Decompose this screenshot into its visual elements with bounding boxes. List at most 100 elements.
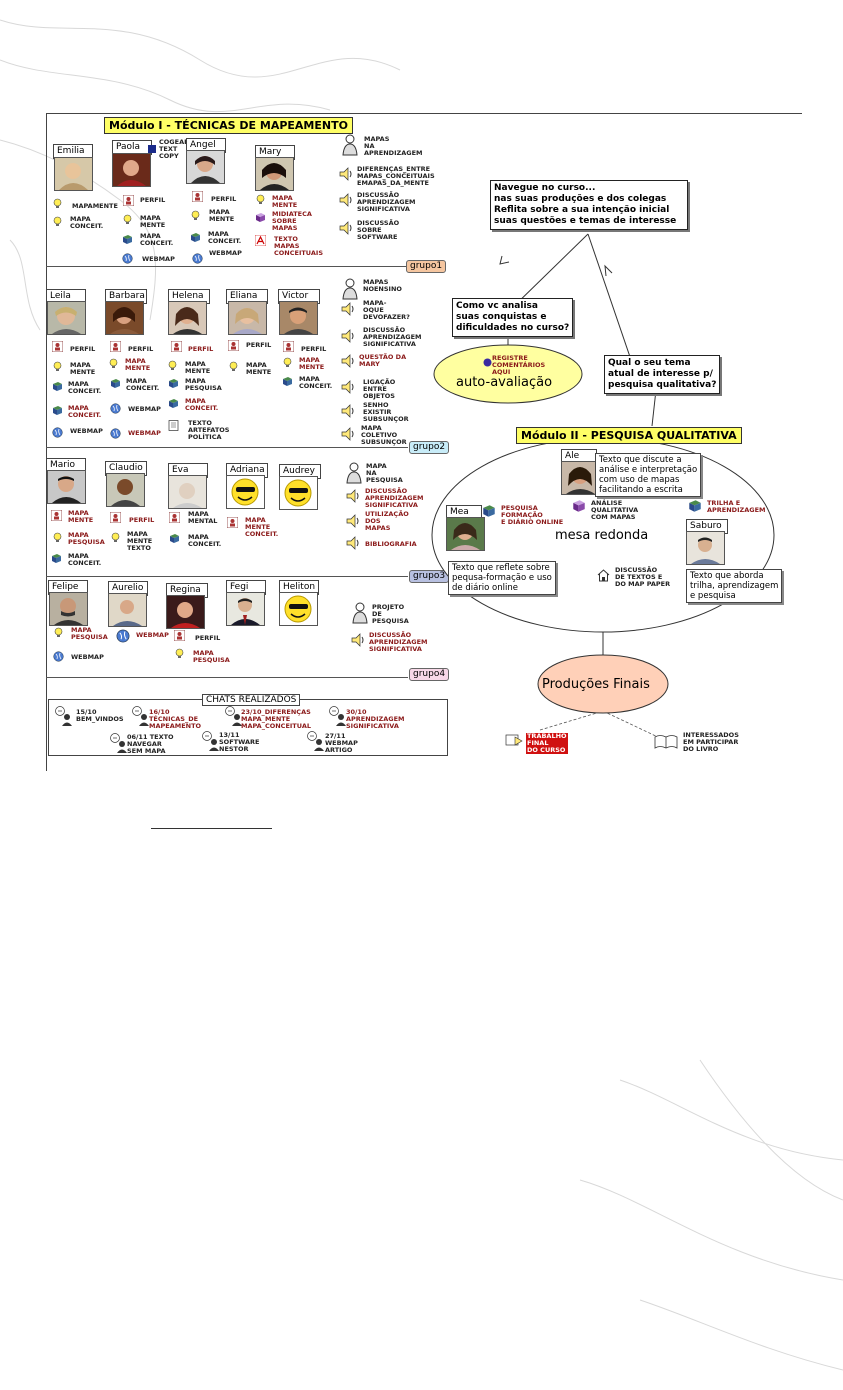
item-label[interactable]: WEBMAP <box>209 249 242 257</box>
resource-label[interactable]: QUESTÃO DA MARY <box>359 353 407 368</box>
participant-photo[interactable] <box>168 475 207 509</box>
lightbulb-icon[interactable] <box>190 210 201 221</box>
mea-text[interactable]: Texto que reflete sobre pequsa-formação … <box>448 561 556 595</box>
saburo-text[interactable]: Texto que aborda trilha, aprendizagem e … <box>686 569 783 603</box>
item-label[interactable]: MAPA MENTE <box>125 357 151 372</box>
discussao-label[interactable]: DISCUSSÃO DE TEXTOS E DO MAP PAPER <box>615 566 671 588</box>
book-icon[interactable] <box>190 232 201 243</box>
lightbulb-icon[interactable] <box>52 198 63 209</box>
smiley-avatar[interactable] <box>279 592 318 626</box>
globe-icon[interactable] <box>110 403 121 414</box>
resource-label[interactable]: SENHO EXISTIR SUBSUNÇOR <box>363 401 409 423</box>
globe-icon[interactable] <box>116 629 130 643</box>
cogear-label[interactable]: COGEAR TEXT COPY <box>159 138 190 160</box>
item-label[interactable]: MAPA CONCEIT. <box>126 377 160 392</box>
participant-photo[interactable] <box>47 301 86 335</box>
resource-label[interactable]: UTILIZAÇÃO DOS MAPAS <box>365 510 409 532</box>
chat-label[interactable]: 16/10 TÉCNICAS_DE MAPEAMENTO <box>149 708 202 730</box>
profile-icon[interactable] <box>169 512 180 523</box>
lightbulb-icon[interactable] <box>53 627 64 638</box>
item-label[interactable]: MAPA MENTAL <box>188 510 218 525</box>
open-book-icon[interactable] <box>653 732 679 750</box>
participant-photo[interactable] <box>446 517 485 551</box>
lightbulb-icon[interactable] <box>52 216 63 227</box>
analise-label[interactable]: ANÁLISE QUALITATIVA COM MAPAS <box>591 499 639 521</box>
speaker-icon[interactable] <box>340 403 356 419</box>
participant-photo[interactable] <box>105 301 144 335</box>
item-label[interactable]: MAPA MENTE TEXTO <box>127 530 153 552</box>
thinker-icon[interactable] <box>350 602 370 624</box>
lightbulb-icon[interactable] <box>255 194 266 205</box>
speaker-icon[interactable] <box>338 192 354 208</box>
item-label[interactable]: MAPA CONCEIT. <box>208 230 242 245</box>
item-label[interactable]: MAPA CONCEIT. <box>70 215 104 230</box>
participant-photo[interactable] <box>255 157 294 191</box>
navigate-note[interactable]: Navegue no curso... nas suas produções e… <box>490 180 688 230</box>
book-icon[interactable] <box>169 533 180 544</box>
item-label[interactable]: WEBMAP <box>136 631 169 639</box>
resource-label[interactable]: DISCUSSÃO APRENDIZAGEM SIGNIFICATIVA <box>363 326 422 348</box>
book-icon[interactable] <box>168 398 179 409</box>
smiley-avatar[interactable] <box>226 475 265 509</box>
resource-label[interactable]: MAPAS NOENSINO <box>363 278 402 293</box>
item-label[interactable]: MAPA PESQUISA <box>71 626 108 641</box>
register-label[interactable]: REGISTRE COMENTÁRIOS AQUI <box>492 354 546 376</box>
item-label[interactable]: PERFIL <box>188 345 214 353</box>
item-label[interactable]: MAPA CONCEIT. <box>68 552 102 567</box>
resource-label[interactable]: DISCUSSÃO APRENDIZAGEM SIGNIFICATIVA <box>369 631 428 653</box>
resource-label[interactable]: LIGAÇÃO ENTRE OBJETOS <box>363 378 396 400</box>
thinker-icon[interactable] <box>344 462 364 484</box>
book-icon[interactable] <box>282 376 293 387</box>
interessados-label[interactable]: INTERESSADOS EM PARTICIPAR DO LIVRO <box>683 731 739 753</box>
resource-label[interactable]: MAPA- OQUE DEVOFAZER? <box>363 299 410 321</box>
speaker-icon[interactable] <box>345 488 361 504</box>
resource-label[interactable]: DISCUSSÃO SOBRE SOFTWARE <box>357 219 400 241</box>
book-icon[interactable] <box>255 212 266 223</box>
mesa-redonda-title[interactable]: mesa redonda <box>555 528 649 543</box>
book-icon[interactable] <box>122 234 133 245</box>
item-label[interactable]: MAPA MENTE <box>272 194 298 209</box>
item-label[interactable]: PERFIL <box>301 345 327 353</box>
item-label[interactable]: MAPA PESQUISA <box>185 377 222 392</box>
chat-label[interactable]: 23/10_DIFERENÇAS MAPA_MENTE MAPA_CONCEIT… <box>241 708 311 730</box>
book-icon[interactable] <box>110 378 121 389</box>
participant-photo[interactable] <box>168 301 207 335</box>
profile-icon[interactable] <box>110 341 121 352</box>
pdf-icon[interactable] <box>255 235 266 246</box>
module1-title[interactable]: Módulo I - TÉCNICAS DE MAPEAMENTO <box>104 117 353 134</box>
work-icon[interactable] <box>505 733 523 747</box>
document-icon[interactable] <box>168 420 179 431</box>
chat-label[interactable]: 15/10 BEM_VINDOS <box>76 708 124 723</box>
lightbulb-icon[interactable] <box>108 358 119 369</box>
book-icon[interactable] <box>482 504 496 518</box>
resource-label[interactable]: PROJETO DE PESQUISA <box>372 603 409 625</box>
item-label[interactable]: MAPAMENTE <box>72 202 118 210</box>
lightbulb-icon[interactable] <box>122 214 133 225</box>
speaker-icon[interactable] <box>340 328 356 344</box>
item-label[interactable]: MAPA CONCEIT. <box>68 380 102 395</box>
item-label[interactable]: MAPA PESQUISA <box>68 531 105 546</box>
item-label[interactable]: PERFIL <box>211 195 237 203</box>
chat-label[interactable]: 13/11 SOFTWARE NESTOR <box>219 731 260 753</box>
resource-label[interactable]: BIBLIOGRAFIA <box>365 540 417 548</box>
book-icon[interactable] <box>572 499 586 513</box>
chat-icon[interactable] <box>129 706 151 726</box>
chat-icon[interactable] <box>52 706 74 726</box>
item-label[interactable]: MAPA CONCEIT. <box>185 397 219 412</box>
item-label[interactable]: TEXTO ARTEFATOS POLÍTICA <box>188 419 230 441</box>
thinker-icon[interactable] <box>340 134 360 156</box>
participant-photo[interactable] <box>54 157 93 191</box>
item-label[interactable]: WEBMAP <box>70 427 103 435</box>
globe-icon[interactable] <box>122 253 133 264</box>
item-label[interactable]: MAPA MENTE <box>68 509 94 524</box>
chat-icon[interactable] <box>304 731 326 751</box>
resource-label[interactable]: MAPA COLETIVO SUBSUNÇOR <box>361 424 407 446</box>
item-label[interactable]: PERFIL <box>129 516 155 524</box>
speaker-icon[interactable] <box>340 301 356 317</box>
lightbulb-icon[interactable] <box>282 357 293 368</box>
speaker-icon[interactable] <box>345 535 361 551</box>
item-label[interactable]: MAPA MENTE <box>299 356 325 371</box>
item-label[interactable]: MAPA CONCEIT. <box>140 232 174 247</box>
trilha-label[interactable]: TRILHA E APRENDIZAGEM <box>707 499 766 514</box>
item-label[interactable]: MAPA MENTE <box>70 361 96 376</box>
